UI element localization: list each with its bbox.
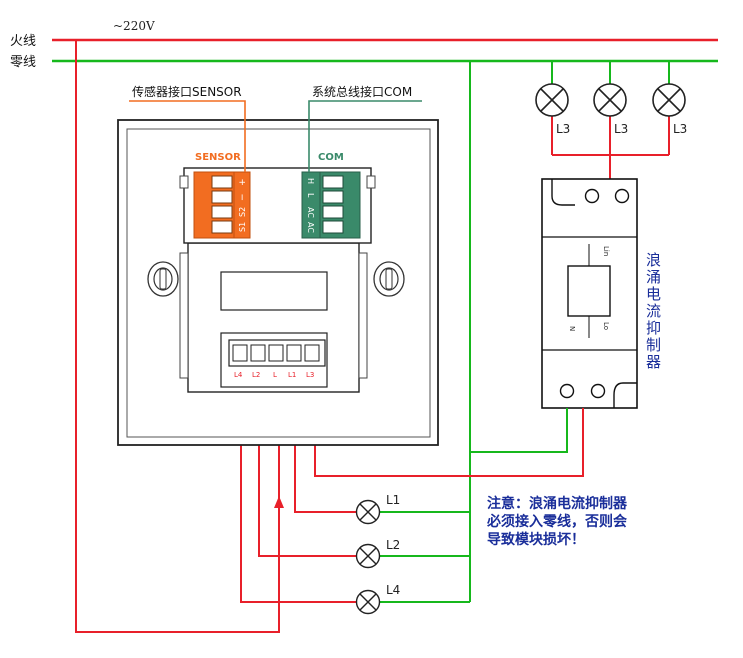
top-lamp-label-2: L3 bbox=[614, 122, 628, 136]
top-lamp-label-3: L3 bbox=[673, 122, 687, 136]
control-panel bbox=[117, 119, 439, 446]
neutral-wire-label: 零线 bbox=[10, 55, 36, 70]
sensor-pin-s1: S1 bbox=[238, 222, 247, 232]
sensor-block-label: SENSOR bbox=[195, 152, 241, 163]
voltage-label: ~220V bbox=[113, 19, 155, 33]
com-block-label: COM bbox=[318, 152, 344, 163]
top-lamp-group: L3 L3 L3 bbox=[535, 61, 687, 183]
current-arrow-icon bbox=[274, 496, 284, 508]
live-feed-wire bbox=[75, 40, 280, 633]
live-wire-label: 火线 bbox=[10, 34, 36, 49]
suppressor-mark-in: Lin bbox=[602, 246, 610, 256]
suppressor-label: 浪涌电流抑制器 bbox=[644, 252, 662, 371]
com-pin-h: H bbox=[306, 178, 315, 184]
suppressor-mark-out: Lo bbox=[602, 322, 610, 330]
warning-note: 注意：浪涌电流抑制器 必须接入零线，否则会 导致模块损坏！ bbox=[486, 495, 628, 548]
terminal-l1: L1 bbox=[288, 371, 296, 379]
warning-note-line-2: 必须接入零线，否则会 bbox=[486, 513, 628, 530]
com-pin-ac1: AC bbox=[306, 207, 315, 218]
com-pin-l: L bbox=[306, 193, 315, 198]
lamp-label-l4: L4 bbox=[386, 583, 400, 597]
sensor-leader-line bbox=[129, 100, 246, 172]
top-lamp-label-1: L3 bbox=[556, 122, 570, 136]
terminal-l3: L3 bbox=[306, 371, 314, 379]
lamp-icon bbox=[355, 499, 381, 525]
sensor-pin-s2: S2 bbox=[238, 207, 247, 217]
output-terminal-strip: L4 L2 L L1 L3 bbox=[228, 339, 326, 379]
bus-interface-label: 系统总线接口COM bbox=[312, 84, 412, 99]
lamp-label-l1: L1 bbox=[386, 493, 400, 507]
output-lamp-group: L1 L2 L4 bbox=[240, 385, 470, 615]
warning-note-line-1: 注意：浪涌电流抑制器 bbox=[487, 495, 628, 512]
com-pin-ac2: AC bbox=[306, 222, 315, 233]
sensor-interface-label: 传感器接口SENSOR bbox=[132, 84, 242, 99]
lamp-icon bbox=[652, 83, 686, 117]
com-leader-line bbox=[308, 100, 422, 172]
sensor-pin-plus: + bbox=[238, 178, 248, 186]
suppressor-mark-n: N bbox=[568, 326, 576, 331]
terminal-l: L bbox=[273, 371, 277, 379]
sensor-pin-minus: − bbox=[238, 193, 248, 201]
surge-suppressor: Lin Lo N bbox=[541, 178, 638, 409]
warning-note-line-3: 导致模块损坏！ bbox=[487, 531, 585, 548]
suppressor-neutral-wire bbox=[470, 408, 568, 453]
lamp-icon bbox=[355, 589, 381, 615]
com-connector: H L AC AC bbox=[301, 171, 361, 239]
terminal-l4: L4 bbox=[234, 371, 243, 379]
lamp-icon bbox=[593, 83, 627, 117]
lamp-icon bbox=[355, 543, 381, 569]
sensor-connector: S1 S2 − + bbox=[193, 171, 251, 239]
terminal-l2: L2 bbox=[252, 371, 260, 379]
lamp-label-l2: L2 bbox=[386, 538, 400, 552]
lamp-icon bbox=[535, 83, 569, 117]
